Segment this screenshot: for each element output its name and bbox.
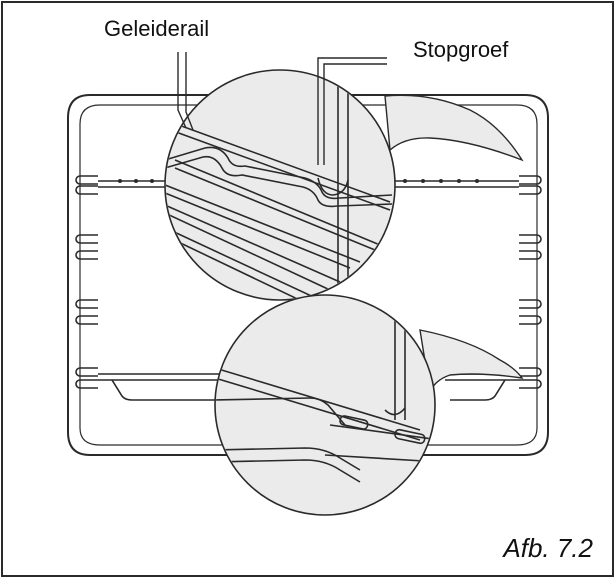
right-rail-slots — [519, 175, 542, 389]
upper-magnifier — [164, 69, 524, 301]
oven-cavity — [67, 94, 549, 456]
left-rail-slots — [75, 175, 98, 389]
figure-caption: Afb. 7.2 — [503, 533, 593, 563]
leader-lines — [177, 52, 387, 165]
rack-dots — [118, 179, 479, 183]
lower-magnifier — [214, 294, 524, 516]
stop-groove-label: Stopgroef — [413, 37, 509, 62]
guide-rail-label: Geleiderail — [104, 16, 210, 41]
